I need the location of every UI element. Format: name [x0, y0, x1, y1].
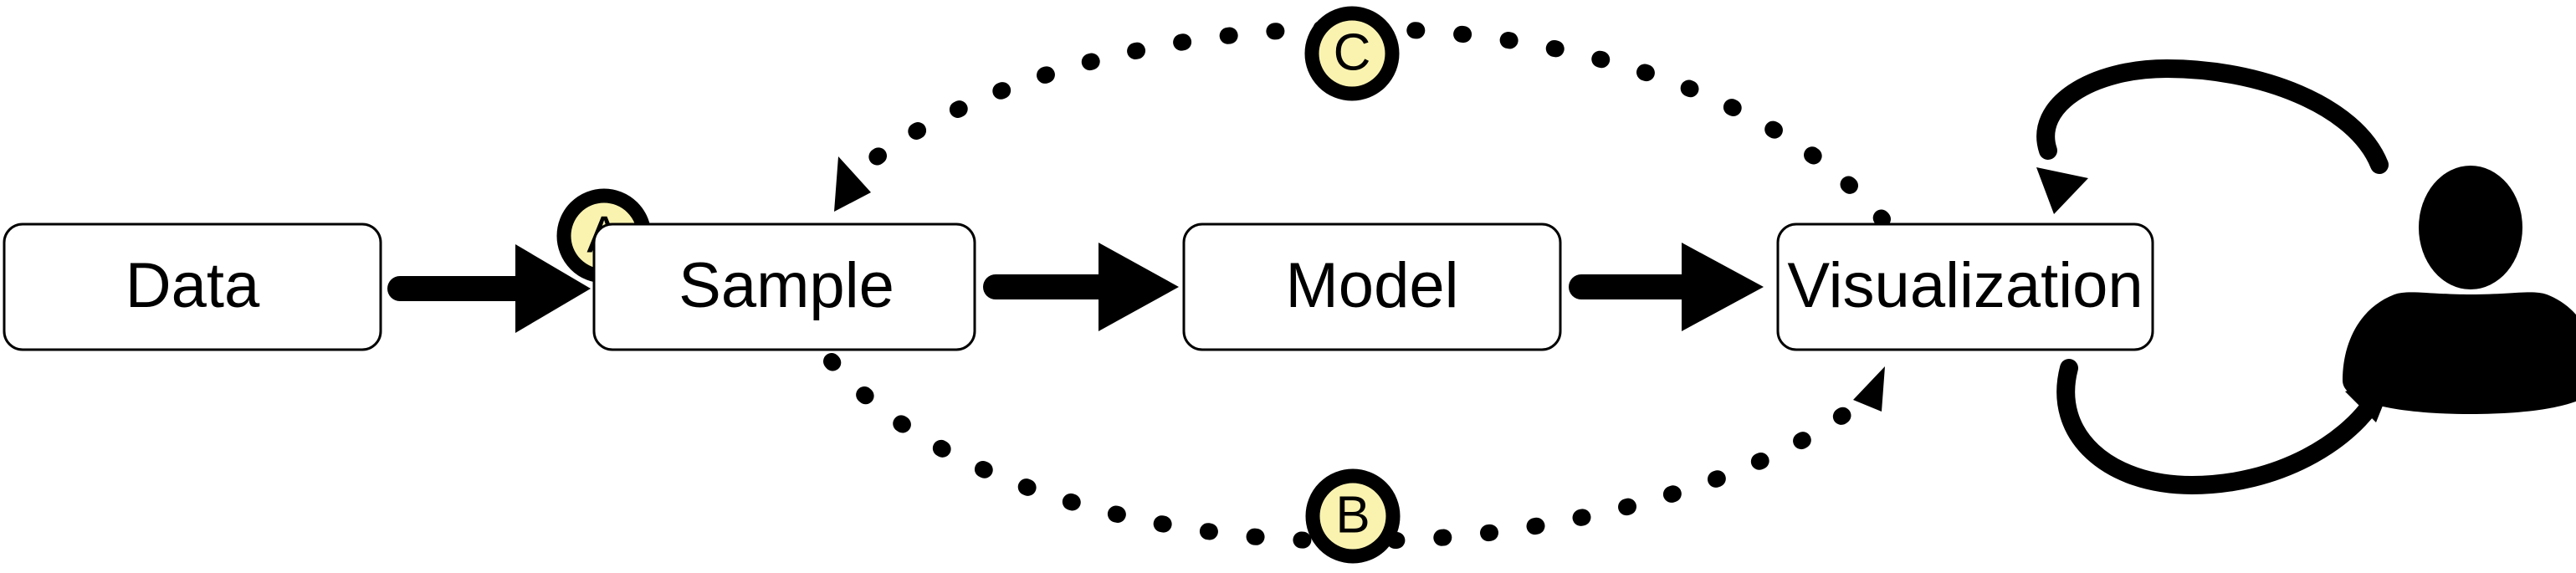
badge-c-label: C	[1334, 23, 1371, 81]
person-icon	[2343, 166, 2576, 414]
person-body-icon	[2343, 292, 2576, 414]
node-data-label: Data	[125, 250, 260, 321]
dotted-edge-c-arrowhead	[834, 156, 871, 212]
node-sample-box[interactable]	[592, 223, 976, 351]
dotted-edge-b-arrowhead	[1853, 366, 1885, 412]
node-sample-label: Sample	[679, 250, 894, 321]
node-data-box[interactable]	[3, 223, 382, 351]
node-sample[interactable]: Sample	[592, 223, 976, 351]
node-visualization-label: Visualization	[1787, 250, 2143, 321]
visualization-to-user-bottom-arc	[2056, 359, 2389, 495]
person-head-icon	[2419, 166, 2522, 289]
node-model[interactable]: Model	[1182, 223, 1562, 351]
arrow-model-to-visualization-head	[1682, 243, 1764, 331]
badge-b-label: B	[1335, 486, 1370, 544]
badge-b[interactable]: B	[1305, 468, 1401, 564]
node-data[interactable]: Data	[3, 223, 382, 351]
node-model-label: Model	[1286, 250, 1459, 321]
arrow-model-to-visualization	[1569, 243, 1764, 331]
node-visualization[interactable]: Visualization	[1776, 223, 2154, 351]
dotted-edge-c	[834, 19, 1891, 228]
arrow-sample-to-model-head	[1099, 243, 1179, 331]
arrow-data-to-sample	[387, 244, 591, 333]
badge-c-circle[interactable]	[1304, 6, 1400, 101]
badge-c[interactable]: C	[1304, 6, 1400, 101]
top-arc-arrowhead	[2036, 167, 2088, 214]
user-to-visualization-top-arc	[2036, 59, 2389, 174]
arrow-sample-to-model	[983, 243, 1179, 331]
node-visualization-box[interactable]	[1776, 223, 2154, 351]
arrow-data-to-sample-head	[515, 244, 591, 333]
node-model-box[interactable]	[1182, 223, 1562, 351]
badge-b-circle[interactable]	[1305, 468, 1401, 564]
